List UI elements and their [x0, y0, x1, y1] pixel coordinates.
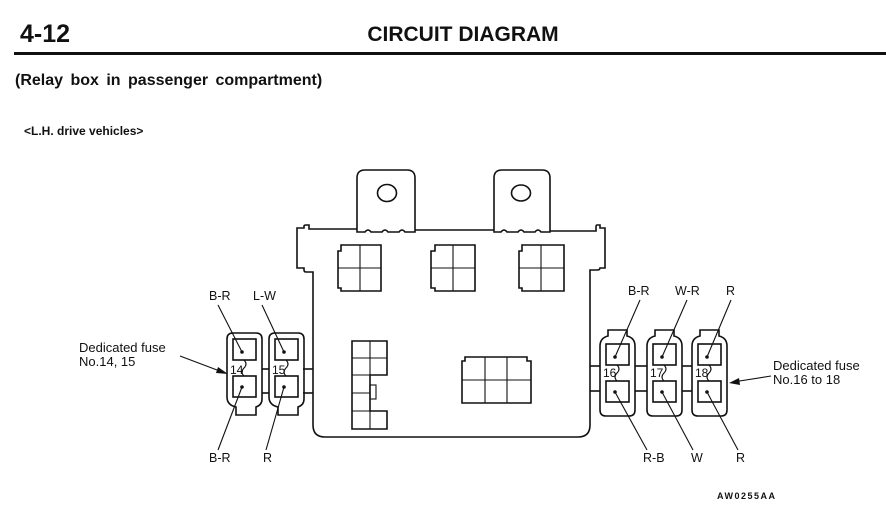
leader-line-top: [661, 299, 688, 358]
fuse-terminal-bottom: [652, 380, 677, 403]
fuse-holder-17: 17: [646, 329, 683, 417]
header-rule: [14, 52, 886, 55]
fuse-terminal-top: [652, 343, 677, 366]
fuse-housing: [691, 329, 728, 417]
leader-line-bottom: [217, 386, 243, 451]
leader-line-top: [217, 304, 243, 353]
wire-label-fuse14-top: B-R: [209, 289, 231, 303]
mounting-hole-icon: [510, 184, 532, 202]
fuse-element-icon: [283, 359, 289, 377]
wire-label-fuse18-bottom: R: [736, 451, 745, 465]
fuse-number: 18: [695, 366, 709, 380]
fuse-bridges-right: [590, 365, 692, 392]
right-callout-line2: No.16 to 18: [773, 372, 840, 387]
left-callout-line2: No.14, 15: [79, 354, 135, 369]
fuse-number: 14: [230, 363, 244, 377]
fuse-number: 16: [603, 366, 617, 380]
wire-label-fuse14-bottom: B-R: [209, 451, 231, 465]
relay-box-body: [296, 224, 606, 438]
fuse-housing: [268, 332, 305, 416]
fuse-element-icon: [241, 359, 247, 377]
page-number: 4-12: [20, 20, 71, 48]
leader-line-bottom: [661, 391, 694, 451]
mounting-tab-left: [356, 169, 416, 233]
fuse-terminal-top: [697, 343, 722, 366]
fuse-holder-15: 15: [268, 332, 305, 416]
fuse-terminal-bottom: [605, 380, 630, 403]
left-callout: Dedicated fuse No.14, 15: [79, 340, 228, 374]
right-callout-line1: Dedicated fuse: [773, 358, 860, 373]
wire-label-fuse18-top: R: [726, 284, 735, 298]
arrow-head-icon: [729, 378, 740, 385]
left-callout-line1: Dedicated fuse: [79, 340, 166, 355]
fuse-number: 17: [650, 366, 664, 380]
wire-labels: B-R L-W B-R R B-R W-R R R-B W R: [209, 284, 745, 465]
fuse-housing: [599, 329, 636, 417]
leader-line-top: [706, 299, 732, 358]
leader-line-top: [614, 299, 641, 358]
fuse-number: 15: [272, 363, 286, 377]
fuse-terminal-bottom: [697, 380, 722, 403]
fuse-holder-18: 18: [691, 329, 728, 417]
connector-vertical: [351, 340, 388, 430]
leader-line-bottom: [265, 386, 285, 451]
right-callout: Dedicated fuse No.16 to 18: [729, 358, 860, 387]
fuse-holder-16: 16: [599, 329, 636, 417]
mounting-tab-right: [493, 169, 551, 233]
relay-socket-3: [518, 244, 565, 292]
wire-label-fuse15-top: L-W: [253, 289, 276, 303]
fuse-terminal-bottom: [274, 375, 299, 398]
leader-line-bottom: [614, 391, 648, 451]
connector-2x3: [461, 356, 532, 404]
section-title: (Relay box in passenger compartment): [15, 72, 323, 89]
fuse-housing: [646, 329, 683, 417]
fuse-element-icon: [661, 364, 667, 382]
leader-line-top: [261, 304, 285, 353]
fuse-holders: 14 15 16 17 18: [226, 329, 728, 417]
relay-socket-2: [430, 244, 476, 292]
leader-lines: [217, 299, 739, 451]
fuse-terminal-top: [274, 338, 299, 361]
wire-label-fuse16-top: B-R: [628, 284, 650, 298]
fuse-holder-14: 14: [226, 332, 263, 416]
wire-label-fuse16-bottom: R-B: [643, 451, 665, 465]
mounting-hole-icon: [376, 183, 398, 203]
relay-socket-1: [337, 244, 382, 292]
wire-label-fuse17-bottom: W: [691, 451, 703, 465]
wire-label-fuse17-top: W-R: [675, 284, 700, 298]
variant-label: <L.H. drive vehicles>: [24, 124, 144, 138]
fuse-housing: [226, 332, 263, 416]
leader-line-bottom: [706, 391, 739, 451]
figure-code: AW0255AA: [717, 491, 777, 501]
fuse-terminal-bottom: [232, 375, 257, 398]
fuse-element-icon: [614, 364, 620, 382]
wire-label-fuse15-bottom: R: [263, 451, 272, 465]
fuse-terminal-top: [605, 343, 630, 366]
page-title: CIRCUIT DIAGRAM: [367, 23, 559, 46]
fuse-element-icon: [706, 364, 712, 382]
arrow-head-icon: [216, 367, 228, 374]
